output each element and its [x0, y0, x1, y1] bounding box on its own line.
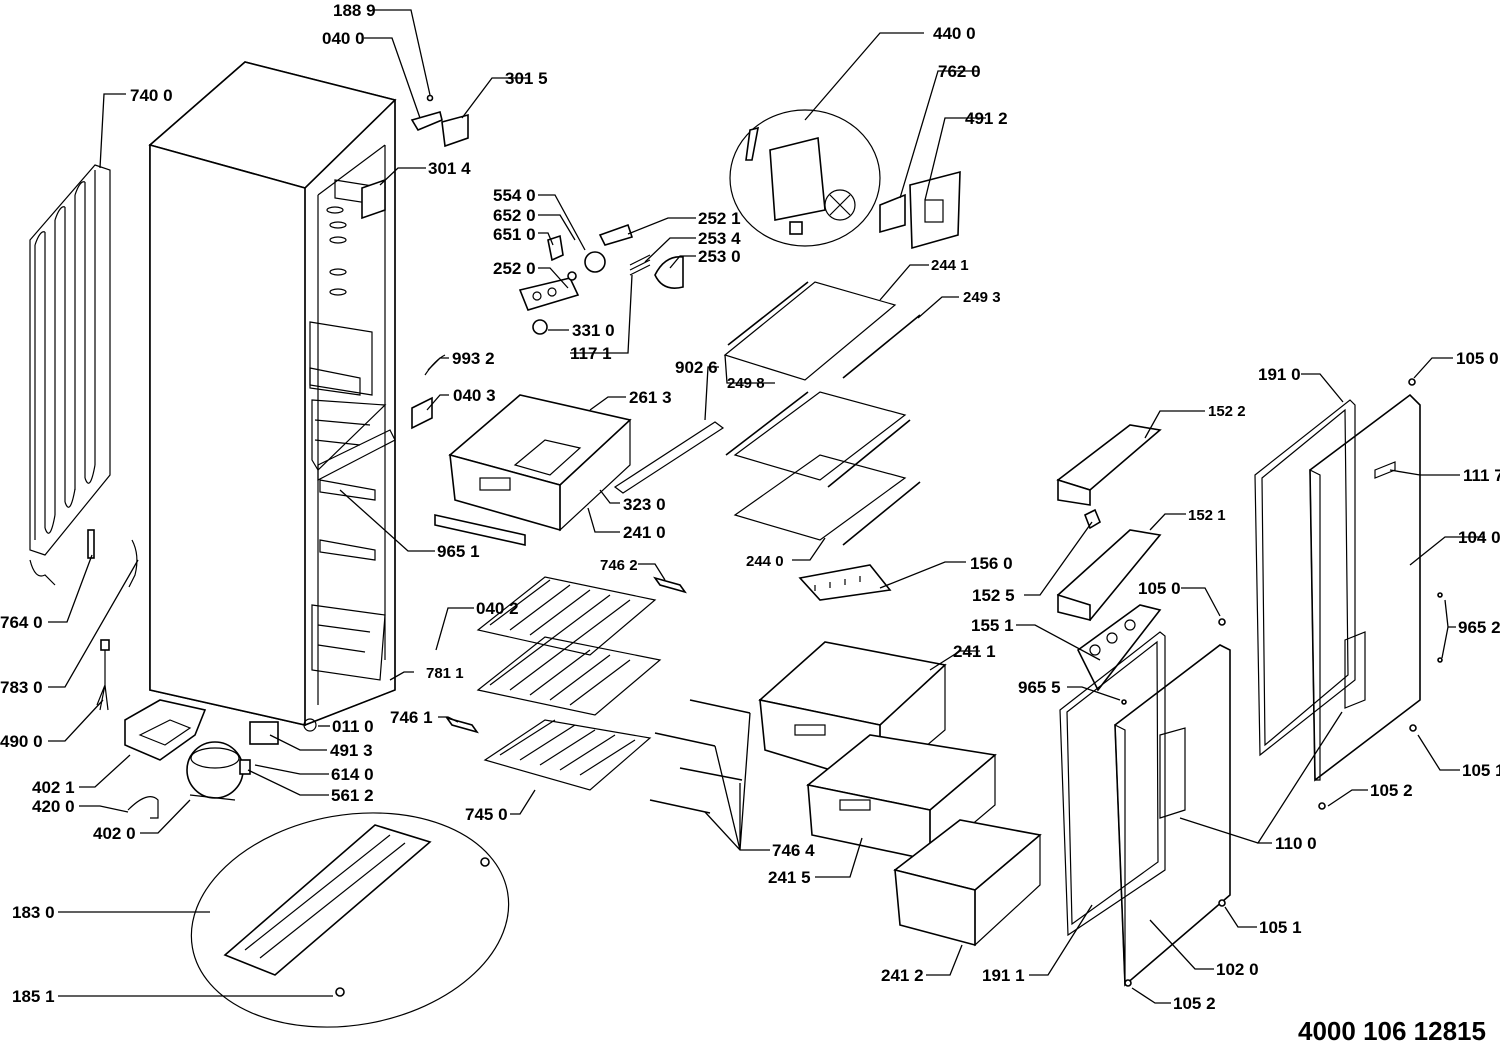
cabinet-sensor-bracket — [361, 178, 386, 220]
label-651-0: 651 0 — [493, 225, 536, 244]
label-253-4: 253 4 — [698, 229, 741, 248]
label-652-0: 652 0 — [493, 206, 536, 225]
compressor-tray — [124, 699, 207, 761]
label-111-7: 111 7 — [1463, 466, 1500, 485]
freezer-top-drawer — [411, 354, 632, 546]
door-bins — [798, 424, 1162, 692]
heater-wire — [127, 796, 159, 819]
label-040-0: 040 0 — [322, 29, 365, 48]
freezer-door — [1114, 644, 1231, 987]
label-191-1: 191 1 — [982, 966, 1025, 985]
label-554-0: 554 0 — [493, 186, 536, 205]
label-110-0: 110 0 — [1275, 834, 1317, 853]
label-011-0: 011 0 — [332, 717, 374, 736]
label-244-1: 244 1 — [931, 257, 969, 274]
label-241-2: 241 2 — [881, 966, 924, 985]
label-746-2: 746 2 — [600, 557, 638, 574]
label-241-1: 241 1 — [953, 642, 996, 661]
label-965-2: 965 2 — [1458, 618, 1500, 637]
label-490-0: 490 0 — [0, 732, 43, 751]
top-hinge — [410, 94, 469, 148]
fridge-shelves — [613, 281, 921, 546]
label-301-4: 301 4 — [428, 159, 471, 178]
fan-unit — [729, 109, 961, 250]
label-331-0: 331 0 — [572, 321, 615, 340]
label-241-0: 241 0 — [623, 523, 666, 542]
label-105-0b: 105 0 — [1138, 579, 1181, 598]
label-781-1: 781 1 — [426, 665, 464, 682]
label-185-1: 185 1 — [12, 987, 55, 1006]
label-244-0: 244 0 — [746, 553, 784, 570]
label-253-0: 253 0 — [698, 247, 741, 266]
thermostat-light-group — [518, 223, 684, 335]
label-993-2: 993 2 — [452, 349, 495, 368]
label-105-1b: 105 1 — [1259, 918, 1302, 937]
label-105-2a: 105 2 — [1370, 781, 1413, 800]
label-040-2: 040 2 — [476, 599, 519, 618]
label-745-0: 745 0 — [465, 805, 508, 824]
label-491-2: 491 2 — [965, 109, 1008, 128]
label-491-3: 491 3 — [330, 741, 373, 760]
document-number: 4000 106 12815 — [1298, 1016, 1486, 1046]
label-764-0: 764 0 — [0, 613, 43, 632]
label-102-0: 102 0 — [1216, 960, 1259, 979]
label-440-0: 440 0 — [933, 24, 976, 43]
wire-shelves — [445, 576, 751, 814]
condenser — [29, 164, 111, 586]
label-740-0: 740 0 — [130, 86, 173, 105]
label-323-0: 323 0 — [623, 495, 666, 514]
label-104-0: 104 0 — [1458, 528, 1500, 547]
label-783-0: 783 0 — [0, 678, 43, 697]
compressor — [186, 741, 251, 801]
label-420-0: 420 0 — [32, 797, 75, 816]
fridge-door — [1309, 393, 1421, 782]
label-301-5: 301 5 — [505, 69, 548, 88]
leader-lines — [48, 9, 1485, 1004]
label-252-1: 252 1 — [698, 209, 741, 228]
label-252-0: 252 0 — [493, 259, 536, 278]
cabinet — [148, 61, 397, 732]
label-105-1a: 105 1 — [1462, 761, 1500, 780]
label-152-1: 152 1 — [1188, 507, 1226, 524]
label-117-1: 117 1 — [570, 344, 612, 363]
capillary-tube — [128, 539, 138, 588]
starter-relay — [249, 721, 279, 745]
fridge-door-gasket — [1254, 399, 1356, 757]
label-152-2: 152 2 — [1208, 403, 1246, 420]
label-040-3: 040 3 — [453, 386, 496, 405]
label-105-2b: 105 2 — [1173, 994, 1216, 1013]
label-965-5: 965 5 — [1018, 678, 1061, 697]
label-261-3: 261 3 — [629, 388, 672, 407]
small-fasteners — [1121, 378, 1443, 987]
label-614-0: 614 0 — [331, 765, 374, 784]
label-561-2: 561 2 — [331, 786, 374, 805]
label-902-6: 902 6 — [675, 358, 718, 377]
label-402-0: 402 0 — [93, 824, 136, 843]
label-402-1: 402 1 — [32, 778, 75, 797]
drier-filter — [87, 529, 95, 559]
label-249-3: 249 3 — [963, 289, 1001, 306]
base-frame — [190, 812, 510, 1028]
label-762-0: 762 0 — [938, 62, 981, 81]
power-cord — [96, 639, 110, 711]
label-241-5: 241 5 — [768, 868, 811, 887]
label-155-1: 155 1 — [971, 616, 1014, 635]
label-746-4: 746 4 — [772, 841, 815, 860]
freezer-door-gasket — [1059, 631, 1166, 937]
label-746-1: 746 1 — [390, 708, 433, 727]
label-188-9: 188 9 — [333, 1, 376, 20]
label-965-1: 965 1 — [437, 542, 480, 561]
label-152-5: 152 5 — [972, 586, 1015, 605]
label-249-8: 249 8 — [727, 375, 765, 392]
freezer-drawers — [758, 641, 1042, 947]
label-191-0: 191 0 — [1258, 365, 1301, 384]
label-105-0a: 105 0 — [1456, 349, 1499, 368]
label-156-0: 156 0 — [970, 554, 1013, 573]
label-183-0: 183 0 — [12, 903, 55, 922]
